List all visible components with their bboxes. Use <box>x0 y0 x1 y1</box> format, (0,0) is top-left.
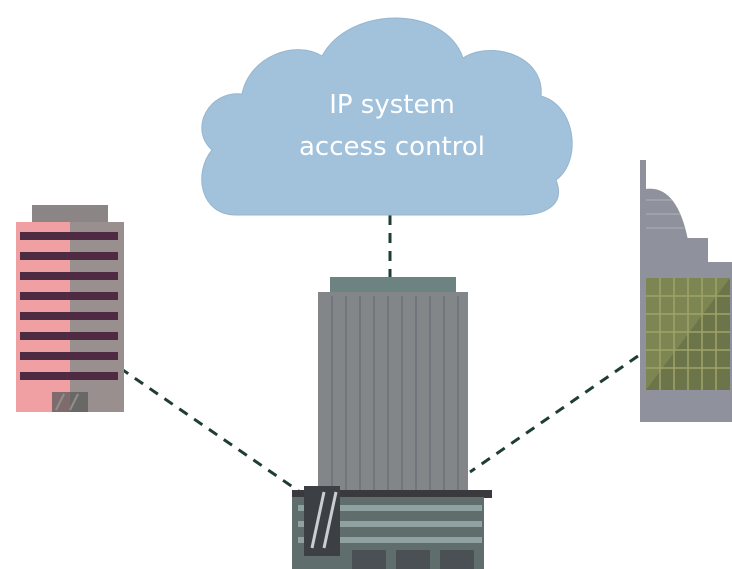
cloud-label-line1: IP system <box>329 90 455 120</box>
cloud-label-line2: access control <box>299 132 485 162</box>
center-building-icon <box>292 277 492 569</box>
connection-left-to-center <box>119 366 301 494</box>
connection-right-to-center <box>469 354 639 474</box>
right-building-icon <box>640 160 732 422</box>
left-building-icon <box>16 205 124 412</box>
connection-lines <box>119 215 639 494</box>
cloud-shape: IP system access control <box>201 17 573 216</box>
